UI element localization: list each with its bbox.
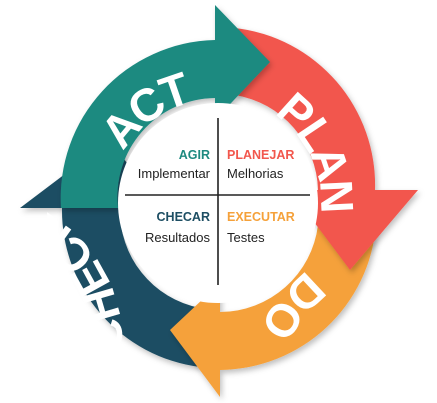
planejar-title: PLANEJAR	[227, 148, 294, 162]
agir-title: AGIR	[179, 148, 210, 162]
act-segment	[60, 5, 271, 208]
checar-title: CHECAR	[157, 210, 210, 224]
plan-segment	[235, 28, 418, 270]
agir-subtitle: Implementar	[138, 166, 211, 181]
planejar-subtitle: Melhorias	[227, 166, 284, 181]
executar-title: EXECUTAR	[227, 210, 295, 224]
executar-subtitle: Testes	[227, 230, 265, 245]
checar-subtitle: Resultados	[145, 230, 211, 245]
do-segment	[170, 225, 376, 397]
